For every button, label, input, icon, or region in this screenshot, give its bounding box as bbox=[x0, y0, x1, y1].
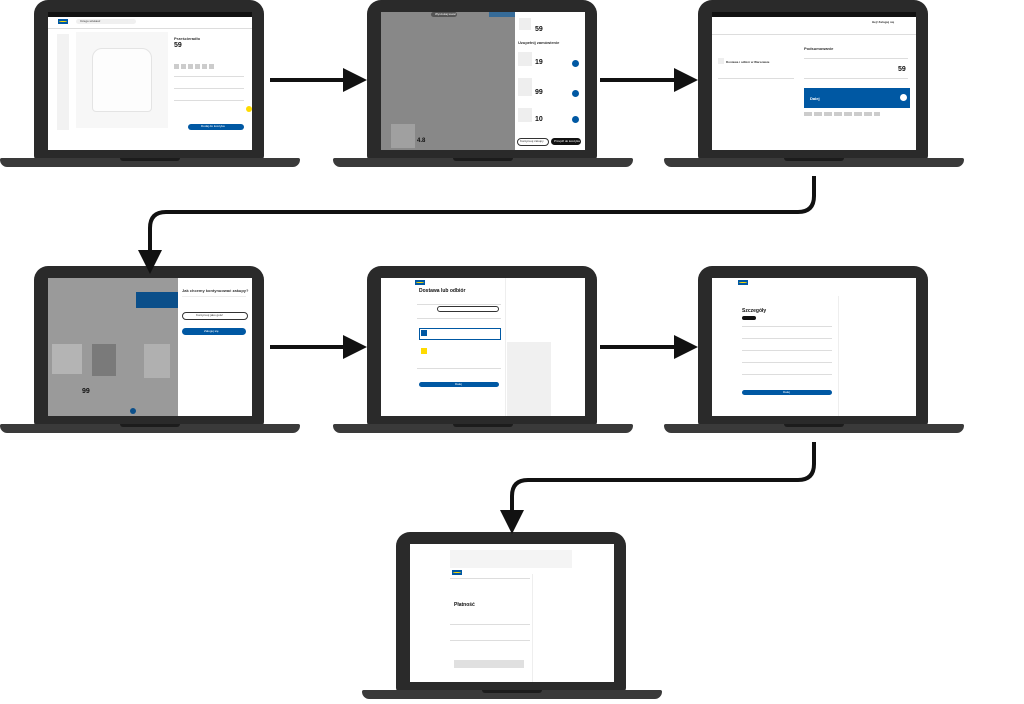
tab-private[interactable] bbox=[742, 316, 756, 320]
add-item-2-button[interactable] bbox=[572, 90, 579, 97]
ikea-logo bbox=[58, 19, 68, 24]
total-value: 59 bbox=[898, 66, 906, 73]
delivery-continue-button[interactable] bbox=[419, 382, 499, 387]
laptop-step-6: Szczegóły Dalej bbox=[664, 266, 964, 436]
item-price: 99 bbox=[82, 388, 90, 395]
guest-checkout-button[interactable] bbox=[182, 312, 248, 320]
order-summary-panel bbox=[505, 278, 554, 416]
details-continue-button[interactable] bbox=[742, 390, 832, 395]
item-price-1: 19 bbox=[535, 59, 543, 66]
suggested-item-1 bbox=[518, 52, 532, 66]
ikea-logo bbox=[415, 280, 425, 285]
screen-complete-order: Wyszukaj towar 4.8 59 Uzupełnij zamówien… bbox=[381, 12, 585, 150]
rating: 4.8 bbox=[417, 138, 426, 144]
checkout-button[interactable] bbox=[804, 88, 910, 108]
payment-heading: Płatność bbox=[454, 602, 475, 608]
screen-payment: Płatność bbox=[410, 544, 614, 682]
thumbnail-list bbox=[57, 34, 69, 130]
guest-checkout-label: Kontynuuj jako gość bbox=[196, 313, 223, 317]
laptop-step-3: Hej! Zaloguj się Dostawa i odbiór w Wars… bbox=[664, 0, 964, 170]
laptop-step-4: 99 Jak chcemy kontynuować zakupy? Kontyn… bbox=[0, 266, 300, 436]
go-to-cart-label: Przejdź do koszyka bbox=[554, 139, 580, 143]
continue-shopping-label: Kontynuuj zakupy bbox=[520, 139, 544, 143]
scissors-image bbox=[144, 344, 170, 378]
details-heading: Szczegóły bbox=[742, 308, 767, 314]
top-item-price: 59 bbox=[535, 26, 543, 33]
details-continue-label: Dalej bbox=[783, 390, 790, 394]
order-summary-panel bbox=[838, 296, 893, 416]
login-modal-heading: Jak chcemy kontynuować zakupy? bbox=[182, 288, 249, 293]
add-to-cart-label: Dodaj do koszyka bbox=[201, 124, 225, 128]
add-item-1-button[interactable] bbox=[572, 60, 579, 67]
laptop-step-7: Płatność bbox=[362, 532, 662, 702]
suggested-item-2 bbox=[518, 78, 532, 96]
laptop-step-5: Dostawa lub odbiór Dalej bbox=[333, 266, 633, 436]
go-to-cart-button[interactable] bbox=[551, 138, 581, 145]
summary-heading: Podsumowanie bbox=[804, 46, 834, 51]
delivery-continue-label: Dalej bbox=[455, 382, 462, 386]
screen-cart: Hej! Zaloguj się Dostawa i odbiór w Wars… bbox=[712, 12, 916, 150]
item-price-3: 10 bbox=[535, 116, 543, 123]
arrow-6-to-7 bbox=[500, 442, 816, 534]
payment-icons bbox=[804, 112, 880, 116]
add-item-3-button[interactable] bbox=[572, 116, 579, 123]
sheet-shape bbox=[92, 48, 152, 112]
login-button[interactable] bbox=[182, 328, 246, 335]
arrow-3-to-4 bbox=[138, 176, 816, 274]
login-label: Zaloguj się bbox=[204, 329, 219, 333]
delivery-heading: Dostawa lub odbiór bbox=[419, 288, 466, 294]
product-price: 59 bbox=[174, 42, 182, 49]
complete-order-heading: Uzupełnij zamówienie bbox=[518, 40, 560, 45]
screen-product-page: Czego szukasz Prześcieradło 59 Dodaj do … bbox=[48, 12, 252, 150]
checkout-label: Dalej bbox=[810, 96, 820, 101]
chat-icon[interactable] bbox=[246, 106, 252, 112]
item-price-2: 99 bbox=[535, 89, 543, 96]
laptop-step-2: Wyszukaj towar 4.8 59 Uzupełnij zamówien… bbox=[333, 0, 633, 170]
payment-method-field[interactable] bbox=[454, 660, 524, 668]
login-link[interactable]: Hej! Zaloguj się bbox=[872, 20, 895, 24]
suggested-item-3 bbox=[518, 108, 532, 122]
product-title: Prześcieradło bbox=[174, 36, 201, 41]
order-summary-panel bbox=[532, 574, 581, 682]
top-pill-label: Wyszukaj towar bbox=[435, 12, 456, 16]
ikea-logo bbox=[452, 570, 462, 575]
arrow-right-icon bbox=[900, 94, 907, 101]
continue-shopping-button[interactable] bbox=[517, 138, 549, 146]
add-to-cart-button[interactable] bbox=[188, 124, 244, 130]
login-modal bbox=[178, 278, 252, 416]
screen-details: Szczegóły Dalej bbox=[712, 278, 916, 416]
cart-item: Dostawa i odbiór w Warszawie bbox=[726, 60, 770, 64]
search-placeholder: Czego szukasz bbox=[80, 19, 101, 23]
screen-login-choice: 99 Jak chcemy kontynuować zakupy? Kontyn… bbox=[48, 278, 252, 416]
search-bar[interactable] bbox=[76, 19, 136, 24]
top-pill bbox=[431, 12, 457, 17]
color-swatches[interactable] bbox=[174, 64, 214, 69]
screen-delivery: Dostawa lub odbiór Dalej bbox=[381, 278, 585, 416]
laptop-step-1: Czego szukasz Prześcieradło 59 Dodaj do … bbox=[0, 0, 300, 170]
ikea-logo bbox=[738, 280, 748, 285]
